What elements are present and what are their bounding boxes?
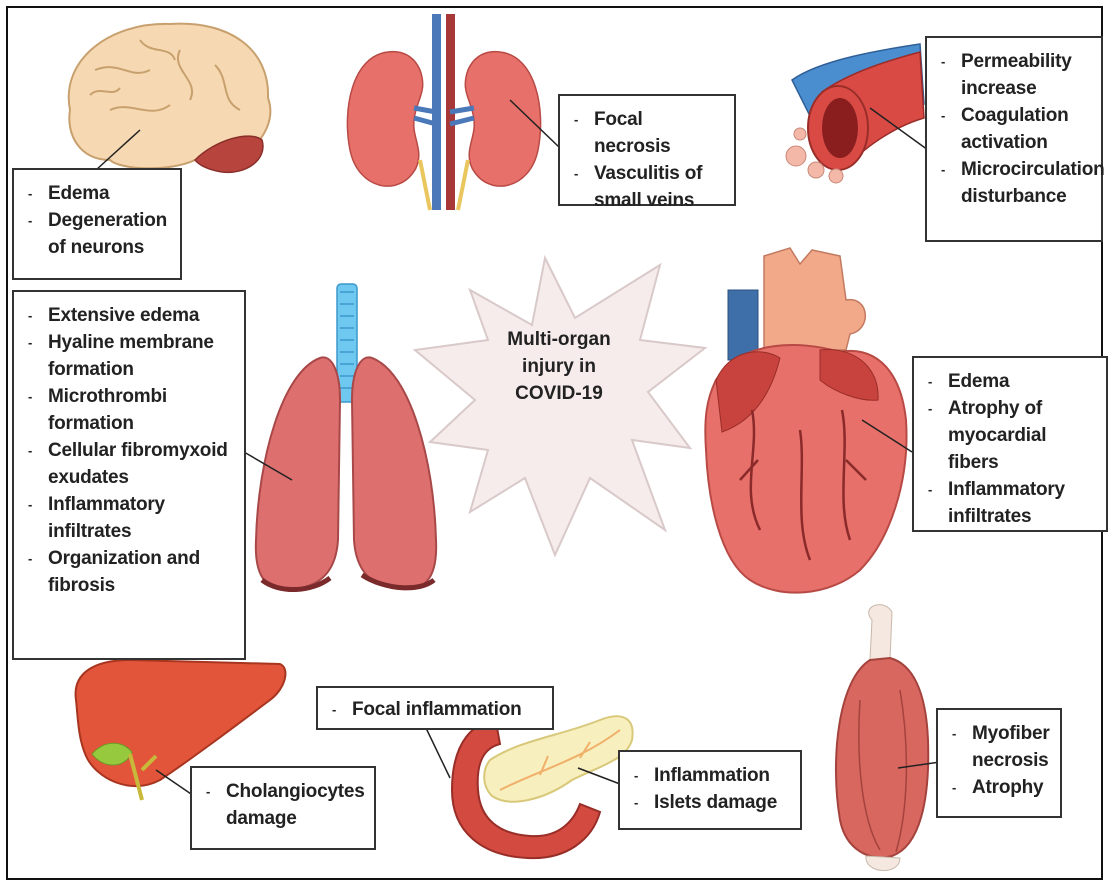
vessel-findings-box: Permeability increase Coagulation activa… [925, 36, 1103, 242]
finding-item: Edema [26, 180, 170, 207]
kidney-illustration [347, 14, 540, 210]
blood-vessel-illustration [786, 44, 924, 183]
finding-item: Degeneration of neurons [26, 207, 170, 261]
center-label: Multi-organ injury in COVID-19 [474, 326, 644, 407]
finding-item: Focal necrosis [572, 106, 724, 160]
pancreas-top-leader-line [426, 728, 450, 778]
finding-item: Focal inflammation [330, 696, 542, 723]
finding-item: Cellular fibromyxoid exudates [26, 437, 234, 491]
brain-illustration [69, 24, 271, 173]
finding-item: Edema [926, 368, 1096, 395]
liver-findings-box: Cholangiocytes damage [190, 766, 376, 850]
finding-item: Cholangiocytes damage [204, 778, 364, 832]
finding-item: Inflammatory infiltrates [926, 476, 1096, 530]
center-label-line: COVID-19 [474, 380, 644, 407]
brain-findings-box: Edema Degeneration of neurons [12, 168, 182, 280]
lungs-illustration [256, 284, 436, 590]
finding-item: Microcirculation disturbance [939, 156, 1091, 210]
center-label-line: injury in [474, 353, 644, 380]
heart-illustration [705, 248, 906, 593]
finding-item: Coagulation activation [939, 102, 1091, 156]
muscle-illustration [836, 605, 928, 871]
finding-item: Inflammation [632, 762, 790, 789]
muscle-findings-box: Myofiber necrosis Atrophy [936, 708, 1062, 818]
finding-item: Microthrombi formation [26, 383, 234, 437]
liver-leader-line [156, 770, 194, 796]
lung-findings-box: Extensive edema Hyaline membrane formati… [12, 290, 246, 660]
finding-item: Atrophy [950, 774, 1050, 801]
pancreas-findings-box: Inflammation Islets damage [618, 750, 802, 830]
kidney-findings-box: Focal necrosis Vasculitis of small veins [558, 94, 736, 206]
finding-item: Islets damage [632, 789, 790, 816]
finding-item: Organization and fibrosis [26, 545, 234, 599]
finding-item: Atrophy of myocardial fibers [926, 395, 1096, 476]
pancreas-top-findings-box: Focal inflammation [316, 686, 554, 730]
finding-item: Inflammatory infiltrates [26, 491, 234, 545]
finding-item: Permeability increase [939, 48, 1091, 102]
pancreas-leader-line [578, 768, 620, 784]
finding-item: Hyaline membrane formation [26, 329, 234, 383]
finding-item: Extensive edema [26, 302, 234, 329]
heart-findings-box: Edema Atrophy of myocardial fibers Infla… [912, 356, 1108, 532]
center-label-line: Multi-organ [474, 326, 644, 353]
finding-item: Vasculitis of small veins [572, 160, 724, 214]
finding-item: Myofiber necrosis [950, 720, 1050, 774]
pancreas-illustration [452, 716, 633, 858]
